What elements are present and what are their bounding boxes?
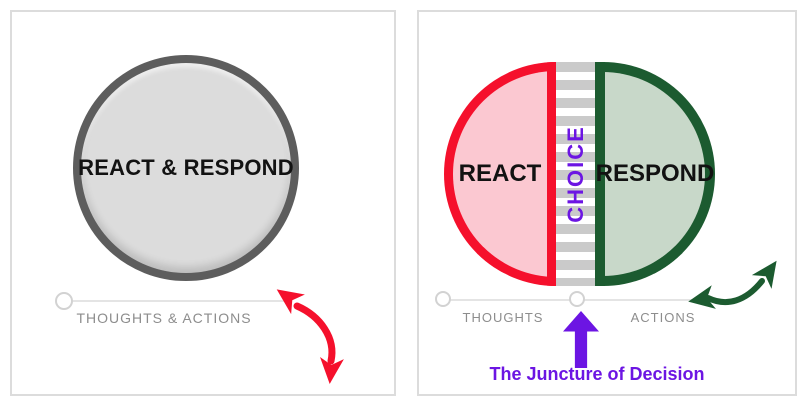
juncture-up-arrow-icon	[563, 311, 599, 368]
react-half-circle: REACT	[444, 62, 556, 286]
react-respond-circle-label: REACT & RESPOND	[78, 155, 294, 180]
respond-label: RESPOND	[595, 160, 715, 187]
panel-react-vs-respond: REACT RESPOND CHOICE THOUGHTS ACTIONS Th…	[417, 10, 797, 396]
choice-label: CHOICE	[562, 125, 588, 223]
timeline-start-node	[435, 291, 451, 307]
timeline-track	[64, 300, 289, 302]
thoughts-label: THOUGHTS	[462, 310, 544, 325]
juncture-caption: The Juncture of Decision	[489, 364, 705, 384]
choice-stripe-band	[556, 62, 595, 286]
respond-half-circle: RESPOND	[595, 62, 715, 286]
thoughts-actions-label: THOUGHTS & ACTIONS	[76, 310, 252, 326]
react-label: REACT	[458, 160, 542, 187]
react-respond-circle	[73, 55, 299, 281]
actions-label: ACTIONS	[630, 310, 696, 325]
panel-react-and-respond: REACT & RESPOND THOUGHTS & ACTIONS	[10, 10, 396, 396]
timeline-start-node	[55, 292, 73, 310]
timeline-juncture-node	[569, 291, 585, 307]
choice-label-wrap: CHOICE	[556, 62, 595, 286]
